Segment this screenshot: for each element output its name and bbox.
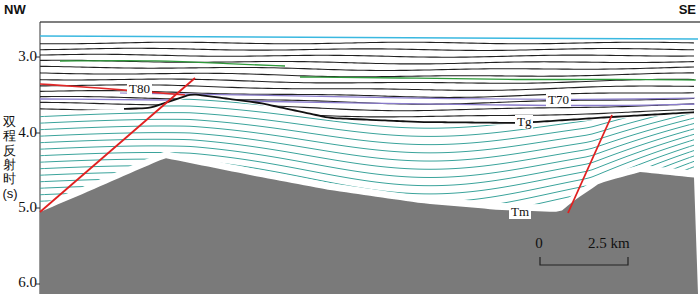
rift-reflector bbox=[40, 156, 694, 227]
tg-unconformity bbox=[124, 95, 694, 123]
rift-reflector bbox=[40, 145, 694, 210]
horizon-label: Tm bbox=[509, 205, 531, 220]
rift-reflector bbox=[40, 199, 694, 292]
axis-tick-label: 5.0 bbox=[18, 199, 37, 216]
post-rift-reflector bbox=[40, 48, 694, 50]
axis-tick-label: 6.0 bbox=[18, 274, 37, 291]
rift-layers bbox=[40, 86, 694, 293]
scale-label: 0 bbox=[535, 235, 543, 252]
green-horizon bbox=[300, 77, 698, 80]
frame-top bbox=[40, 21, 700, 23]
post-rift-reflector bbox=[40, 109, 694, 117]
rift-reflector bbox=[40, 161, 694, 235]
horizon-label: T70 bbox=[546, 93, 571, 108]
purple-horizon bbox=[40, 99, 698, 106]
rift-reflector bbox=[40, 167, 694, 243]
axis-tick-label: 4.0 bbox=[18, 124, 37, 141]
direction-label: NW bbox=[4, 3, 26, 18]
post-rift-reflector bbox=[40, 66, 694, 70]
rift-reflector bbox=[40, 183, 694, 268]
post-rift-layers bbox=[40, 42, 698, 137]
rift-reflector bbox=[40, 151, 694, 219]
green-horizon bbox=[60, 61, 285, 66]
post-rift-reflector bbox=[40, 42, 694, 44]
rift-reflector bbox=[40, 194, 694, 284]
post-rift-reflector bbox=[40, 121, 694, 130]
fault bbox=[568, 115, 612, 213]
scale-bar bbox=[540, 257, 628, 265]
basement bbox=[40, 158, 698, 294]
horizon-label: T80 bbox=[127, 82, 152, 97]
rift-reflector bbox=[40, 188, 694, 276]
axis-title: 双程反射时(s) bbox=[3, 115, 16, 201]
horizon-label: Tg bbox=[515, 115, 533, 130]
rift-reflector bbox=[40, 178, 694, 260]
direction-label: SE bbox=[679, 3, 696, 18]
post-rift-reflector bbox=[40, 54, 694, 57]
post-rift-reflector bbox=[40, 73, 694, 77]
scale-label: 2.5 km bbox=[588, 235, 630, 252]
t80-horizon bbox=[40, 84, 185, 95]
rift-reflector bbox=[40, 129, 694, 186]
fault bbox=[40, 78, 195, 212]
post-rift-reflector bbox=[40, 127, 694, 138]
rift-reflector bbox=[40, 134, 694, 194]
sea-surface bbox=[40, 36, 698, 39]
axis-tick-label: 3.0 bbox=[18, 48, 37, 65]
